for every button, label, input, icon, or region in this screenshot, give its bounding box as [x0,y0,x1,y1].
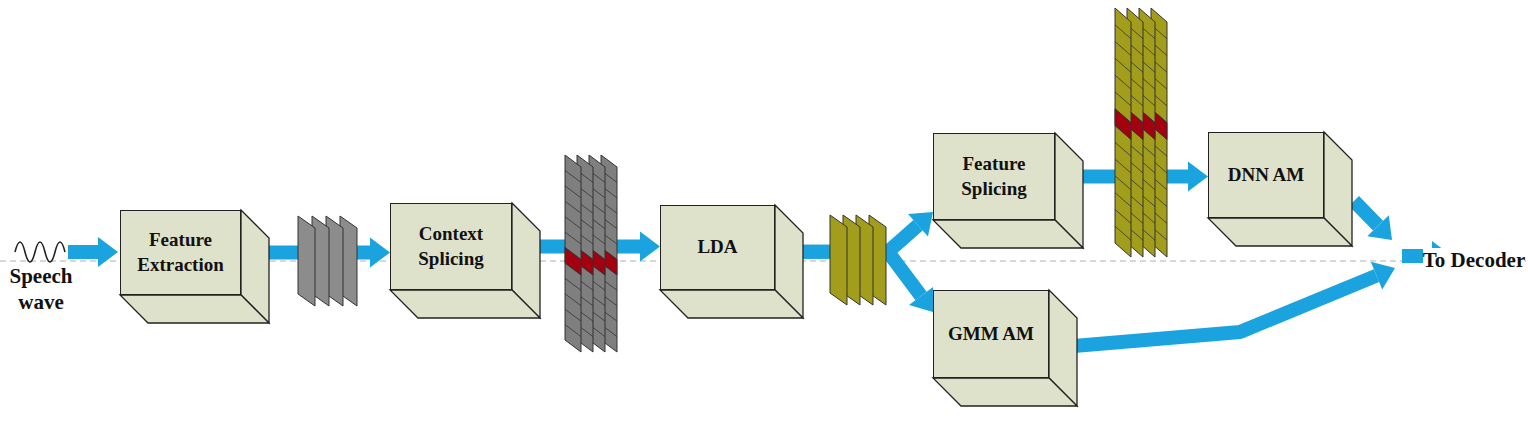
frame-cell-line [1115,42,1131,56]
box-label: DNN AM [1222,163,1311,188]
box-label: Context Splicing [391,222,511,271]
process-box: LDA [660,205,775,290]
decoder-arrow [1354,201,1392,240]
spliced-feature-stack [565,155,617,352]
arrow-shaft [1354,201,1378,226]
feature-frame [1115,8,1131,257]
box-bottom-face [660,290,803,318]
io-label: Speech wave [0,263,82,316]
io-label-text: Speech wave [10,264,73,314]
box-bottom-face [1208,218,1352,246]
box-depth [660,205,805,320]
frame-cell-line [565,309,581,321]
feature-frame [565,155,581,352]
frame-cell-line [565,263,581,275]
arrow-head [370,238,390,268]
current-frame-cell [1115,109,1131,140]
arrow-head [1367,215,1392,240]
frame-cell-line [1115,209,1131,223]
lda-feature-stack [830,215,886,305]
frame-cell-line [1115,25,1131,39]
box-bottom-face [390,290,540,318]
frame-cell-line [565,248,581,260]
io-label-text: To Decoder [1423,248,1525,272]
frame-cell-line [1115,176,1131,190]
decoder-arrow [1062,262,1395,347]
box-label: GMM AM [942,322,1040,347]
arrow-head [640,232,660,262]
box-bottom-face [120,295,269,323]
process-box: GMM AM [933,290,1049,378]
frame-cell-line [1115,75,1131,89]
speech-waveform [15,242,65,262]
feature-frame [298,216,315,306]
frame-cell-line [565,232,581,244]
box-label: LDA [691,235,743,260]
frame-cell-line [565,325,581,337]
box-label: Feature Splicing [934,152,1054,201]
process-box: DNN AM [1208,132,1324,218]
feature-frame [830,215,847,305]
box-bottom-face [933,378,1077,406]
frame-cell-line [1115,58,1131,72]
current-frame-cell [565,248,581,275]
input-arrow [68,237,118,267]
frame-cell-line [565,294,581,306]
frame-cell-line [1115,109,1131,123]
frame-cell-line [565,201,581,213]
arrow-head [1188,162,1208,192]
box-bottom-face [933,220,1083,248]
arrow-head [909,287,933,312]
arrow-head [1371,262,1395,290]
box-depth [933,290,1079,408]
io-label: To Decoder [1420,247,1528,273]
frame-cell-line [565,217,581,229]
frame-cell-line [1115,92,1131,106]
process-box: Context Splicing [390,203,512,290]
frame-cell-line [1115,142,1131,156]
frame-cell-line [1115,126,1131,140]
box-label: Feature Extraction [121,228,240,277]
frame-cell-line [1115,159,1131,173]
frame-cell-line [565,186,581,198]
arrow-shaft [68,245,98,259]
arrow-head [908,212,933,236]
process-box: Feature Splicing [933,133,1055,220]
frame-cell-line [1115,193,1131,207]
process-box: Feature Extraction [120,210,241,295]
raw-feature-stack [298,216,357,306]
dnn-input-stack [1115,8,1167,257]
arrow-shaft [1062,276,1377,347]
frame-cell-line [565,170,581,182]
box-depth [1208,132,1354,248]
frame-cell-line [565,278,581,290]
frame-cell-line [1115,226,1131,240]
arrow-head [98,237,118,267]
